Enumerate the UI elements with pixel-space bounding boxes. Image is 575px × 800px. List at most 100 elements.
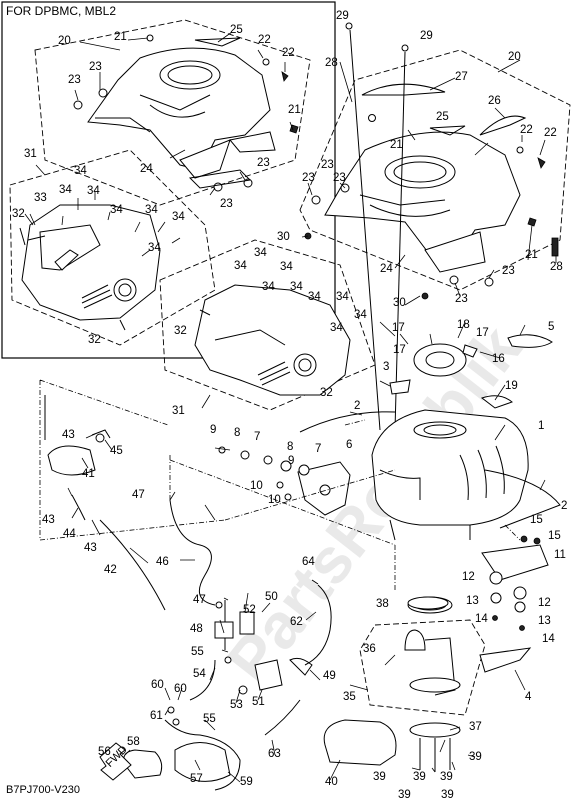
callout: 8 [287, 441, 293, 453]
callout: 14 [475, 613, 488, 625]
callout: 43 [42, 514, 55, 526]
callout: 49 [323, 670, 336, 682]
callout: 23 [302, 172, 315, 184]
callout: 15 [530, 514, 543, 526]
callout: 56 [98, 746, 111, 758]
callout: 13 [538, 615, 551, 627]
callout: 12 [462, 571, 475, 583]
callout: 29 [420, 30, 433, 42]
callout: 43 [84, 542, 97, 554]
callout: 3 [383, 361, 389, 373]
callout: 31 [24, 148, 37, 160]
callout: 27 [455, 71, 468, 83]
callout: 34 [262, 281, 275, 293]
callout: 1 [538, 420, 544, 432]
callout: 12 [538, 597, 551, 609]
callout: 41 [82, 468, 95, 480]
callout: 23 [333, 172, 346, 184]
callout: 63 [268, 748, 281, 760]
callout: 38 [376, 598, 389, 610]
callout: 45 [110, 445, 123, 457]
callout: 47 [193, 594, 206, 606]
callout: 11 [554, 549, 566, 561]
callout: 34 [145, 204, 158, 216]
callout: 20 [58, 35, 71, 47]
callout: 43 [62, 429, 75, 441]
callout: 32 [174, 325, 187, 337]
callout: 32 [12, 208, 25, 220]
callout: 17 [392, 322, 405, 334]
callout: 34 [308, 291, 321, 303]
callout: 62 [290, 616, 303, 628]
callout: 13 [466, 595, 479, 607]
callout: 34 [254, 247, 267, 259]
callout: 39 [440, 771, 453, 783]
callout: 24 [140, 163, 153, 175]
callout: 34 [59, 184, 72, 196]
callout: 22 [282, 47, 295, 59]
callout: 25 [230, 24, 243, 36]
callout: 34 [87, 185, 100, 197]
callout: 55 [203, 713, 216, 725]
inset-side-panel [9, 149, 216, 346]
callout: 21 [288, 104, 301, 116]
callout: 34 [290, 281, 303, 293]
callout: 23 [68, 74, 81, 86]
callout: 9 [210, 424, 216, 436]
callout: 32 [320, 387, 333, 399]
callout: 20 [508, 51, 521, 63]
callout: 60 [174, 683, 187, 695]
callout: 44 [63, 528, 76, 540]
callout: 23 [257, 157, 270, 169]
callout: 34 [74, 165, 87, 177]
callout: 54 [193, 668, 206, 680]
callout: 30 [393, 297, 406, 309]
callout: 53 [230, 699, 243, 711]
hoses-and-valves [44, 395, 332, 791]
callout: 35 [343, 691, 356, 703]
callout: 34 [330, 322, 343, 334]
callout: 42 [104, 564, 117, 576]
callout: 22 [520, 124, 533, 136]
callout: 18 [457, 319, 470, 331]
variant-inset-frame [1, 1, 336, 359]
fuel-tank-body [299, 334, 561, 541]
callout: 57 [190, 773, 203, 785]
rear-mount-bracket [481, 535, 549, 631]
callout: 21 [390, 139, 403, 151]
callout: 58 [127, 736, 140, 748]
callout: 34 [172, 211, 185, 223]
callout: 64 [302, 556, 315, 568]
callout: 17 [393, 344, 406, 356]
callout: 10 [268, 494, 281, 506]
callout: 23 [220, 198, 233, 210]
callout: 39 [441, 789, 454, 800]
diagram-code: B7PJ700-V230 [6, 784, 80, 796]
callout: 28 [325, 57, 338, 69]
callout: 47 [132, 489, 145, 501]
reference-lines [39, 379, 521, 590]
callout: 10 [250, 480, 263, 492]
callout: 5 [548, 321, 554, 333]
callout: 7 [254, 431, 260, 443]
callout: 28 [550, 261, 563, 273]
callout: 34 [148, 242, 161, 254]
callout: 25 [436, 111, 449, 123]
callout: 26 [488, 95, 501, 107]
callout: 36 [363, 643, 376, 655]
callout: 17 [476, 327, 489, 339]
main-tank-cover [299, 22, 571, 431]
callout: 6 [346, 439, 352, 451]
callout: 51 [252, 696, 265, 708]
callout: 7 [315, 443, 321, 455]
callout: 37 [469, 721, 482, 733]
callout: 34 [280, 261, 293, 273]
callout: 39 [469, 751, 482, 763]
callout: 29 [336, 10, 349, 22]
callout: 23 [89, 61, 102, 73]
callout: 21 [525, 249, 538, 261]
callout: 39 [413, 771, 426, 783]
inset-tank-cover [34, 19, 311, 206]
callout: 2 [354, 400, 360, 412]
